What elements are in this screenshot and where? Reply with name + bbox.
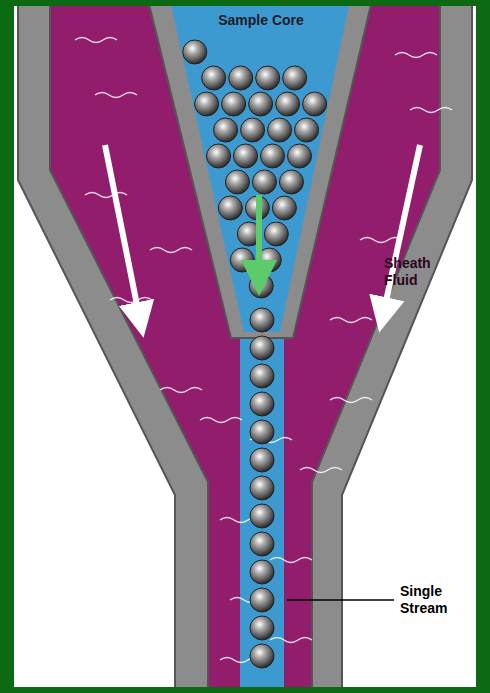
fluid-wave <box>395 53 437 58</box>
cell <box>268 118 292 142</box>
cell <box>183 40 207 64</box>
sample-tube-wall <box>148 6 372 338</box>
cell <box>222 92 246 116</box>
part-label: Sheath Fluid <box>384 255 436 289</box>
fluid-wave <box>95 93 137 98</box>
cell <box>229 66 253 90</box>
part-label: Single Stream <box>400 583 470 617</box>
cell <box>225 170 249 194</box>
cell <box>250 532 274 556</box>
cell <box>250 420 274 444</box>
cell <box>218 196 242 220</box>
fluid-wave <box>160 388 202 393</box>
single-stream <box>240 330 284 687</box>
fluid-wave <box>410 108 452 113</box>
fluid-wave <box>300 468 342 473</box>
cell <box>234 144 258 168</box>
cell <box>250 308 274 332</box>
fluid-wave <box>270 638 312 643</box>
cell <box>272 196 296 220</box>
fluid-wave <box>110 298 152 303</box>
cell <box>250 448 274 472</box>
cell <box>207 144 231 168</box>
fluid-wave <box>150 248 192 253</box>
flow-arrow <box>105 145 140 320</box>
sample-core <box>170 6 350 332</box>
cell <box>249 92 273 116</box>
fluid-wave <box>270 558 312 563</box>
cell <box>230 248 254 272</box>
cell <box>241 118 265 142</box>
cell <box>250 392 274 416</box>
fluid-wave <box>360 238 402 243</box>
fluid-wave <box>330 318 372 323</box>
flow-arrow <box>383 145 420 315</box>
cell <box>295 118 319 142</box>
cell <box>250 644 274 668</box>
sample-flow-arrow <box>256 195 262 278</box>
cell <box>288 144 312 168</box>
cell <box>276 92 300 116</box>
cell <box>250 364 274 388</box>
cell <box>264 222 288 246</box>
fluid-wave <box>85 193 127 198</box>
fluid-wave <box>75 38 117 43</box>
fluid-wave <box>330 398 372 403</box>
fluid-wave <box>200 418 242 423</box>
part-label: Sample Core <box>211 12 311 29</box>
cell <box>250 588 274 612</box>
cell <box>250 504 274 528</box>
outer-wall <box>18 6 472 687</box>
cell <box>250 560 274 584</box>
cell <box>250 336 274 360</box>
cell <box>195 92 219 116</box>
cell <box>250 476 274 500</box>
cell <box>202 66 226 90</box>
cell <box>261 144 285 168</box>
cell <box>303 92 327 116</box>
cell <box>256 66 280 90</box>
sheath-fluid-region <box>50 6 440 687</box>
cell <box>250 616 274 640</box>
leader-line <box>287 599 394 601</box>
cell <box>279 170 303 194</box>
cell <box>252 170 276 194</box>
cell <box>283 66 307 90</box>
cell <box>214 118 238 142</box>
